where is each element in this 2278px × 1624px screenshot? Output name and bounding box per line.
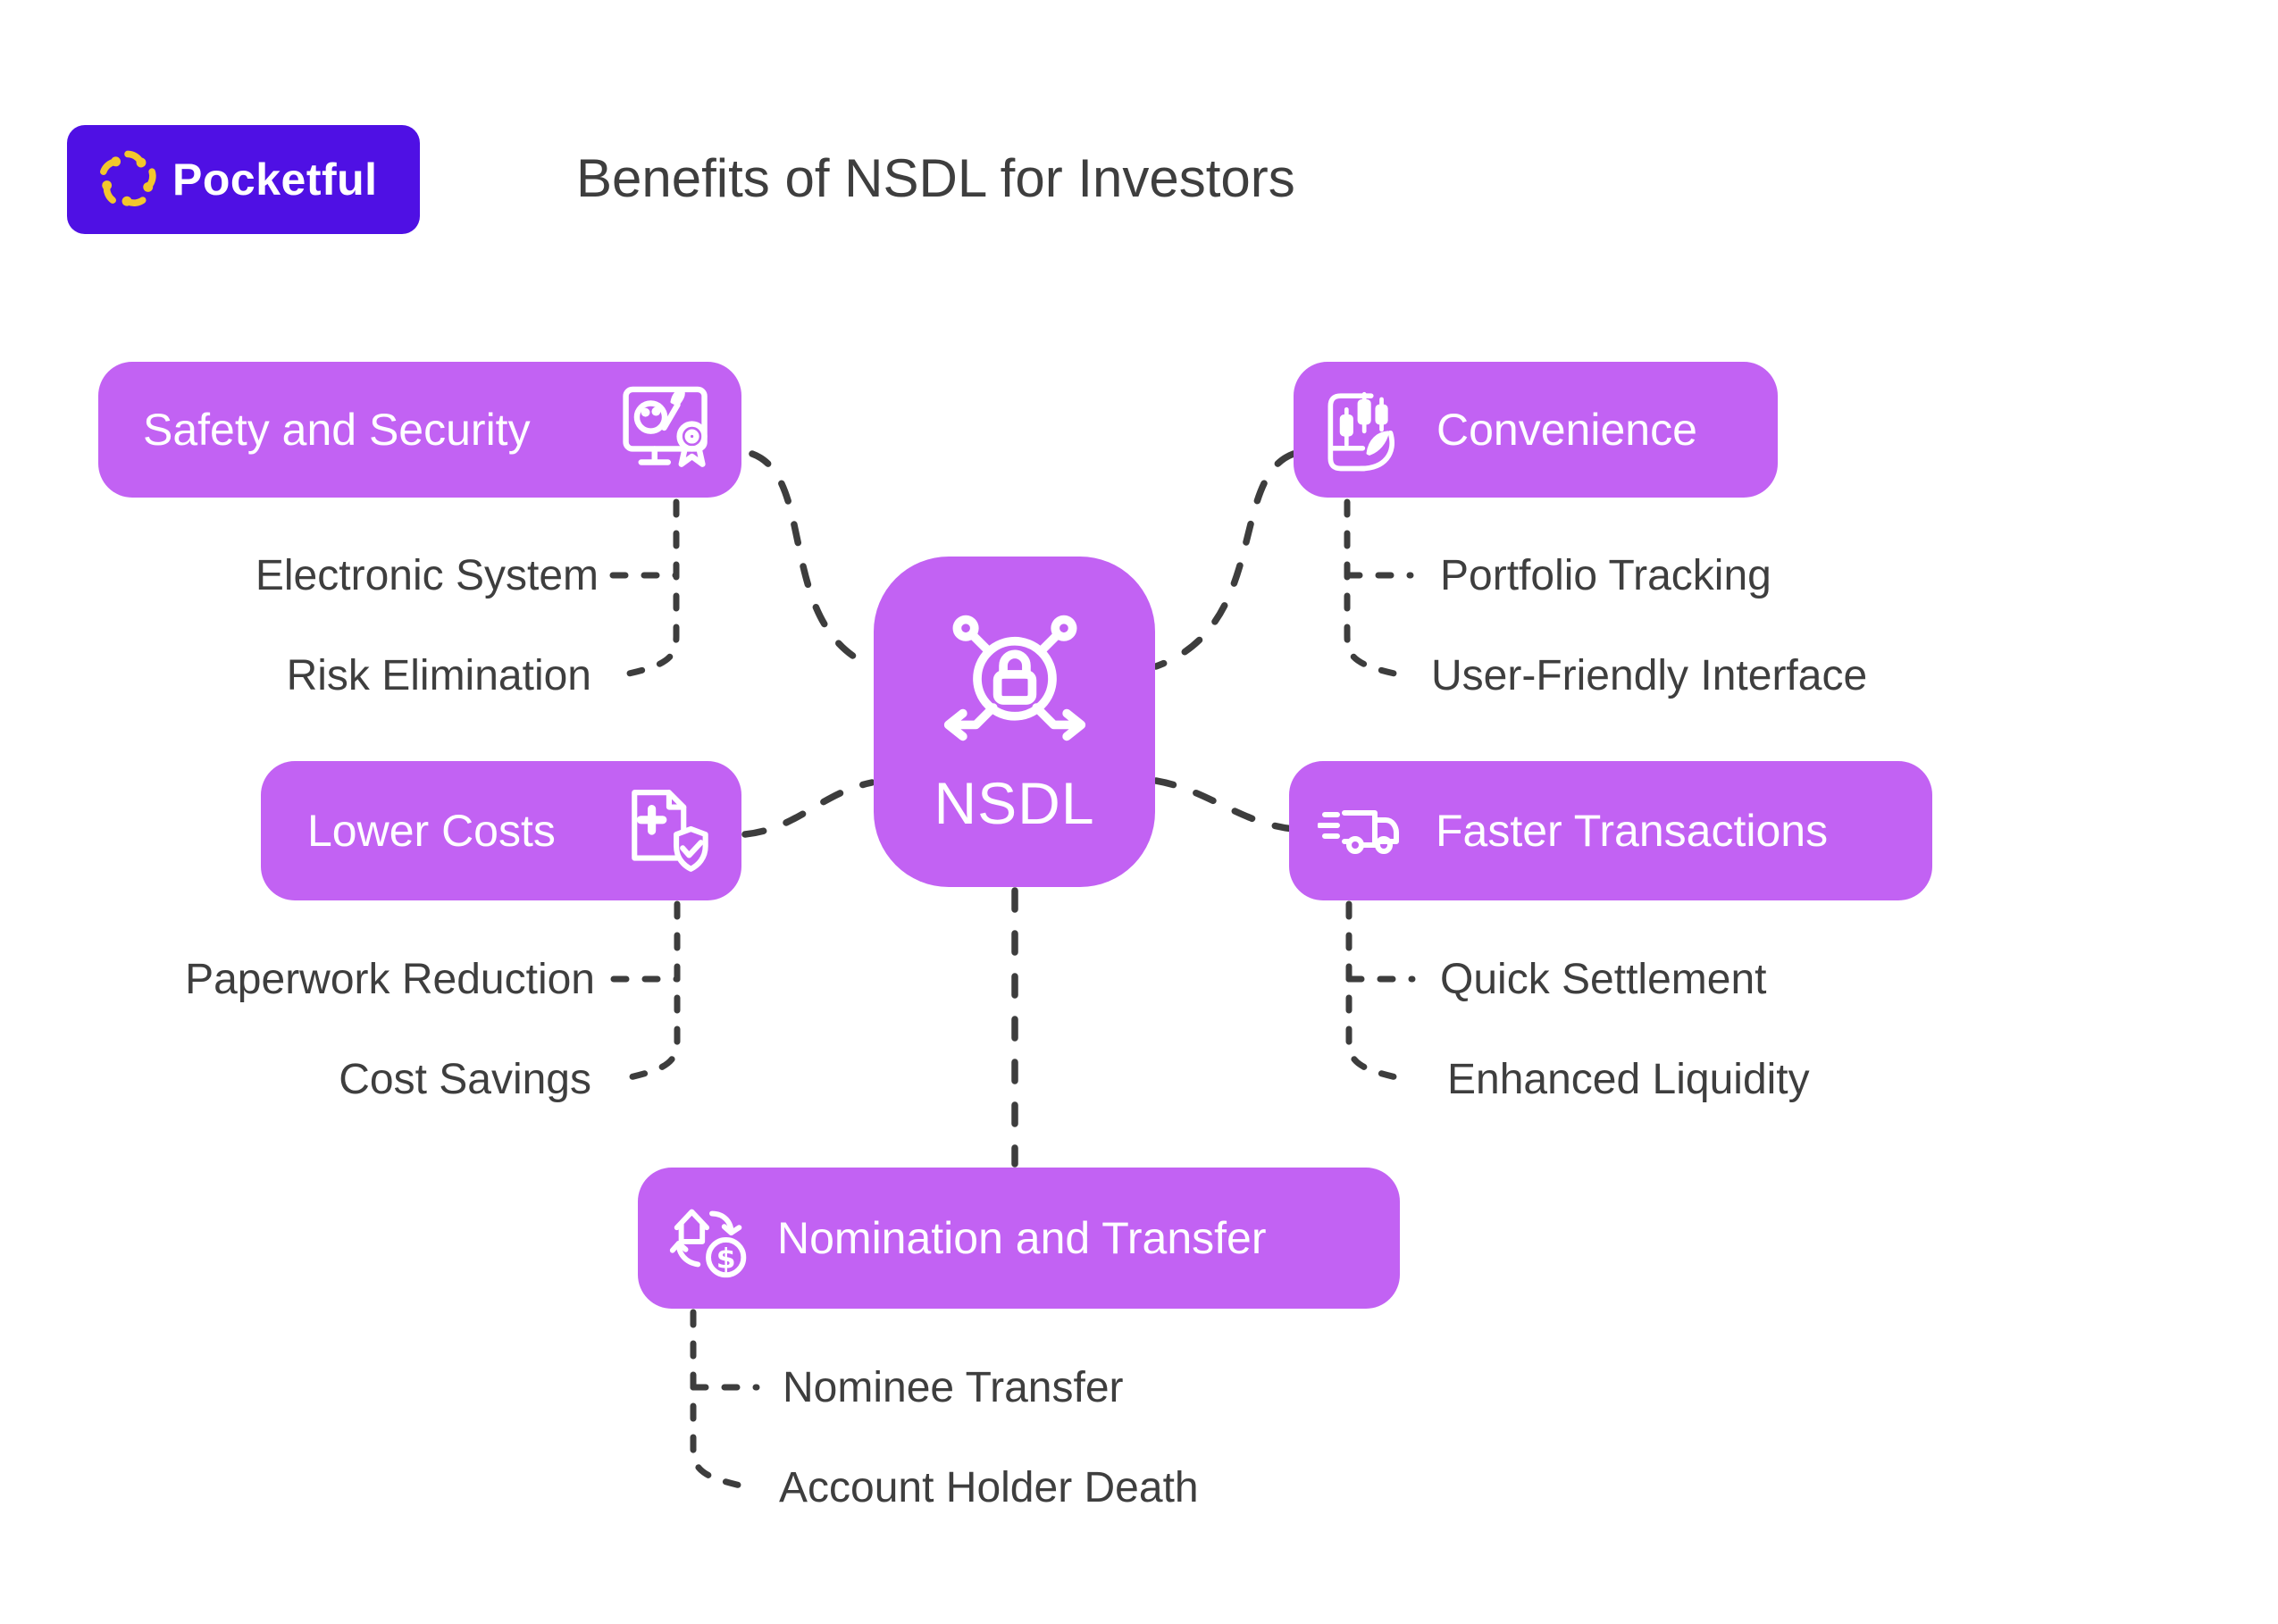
subitem-portfolio-tracking: Portfolio Tracking bbox=[1440, 552, 1771, 599]
logo-wordmark: Pocketful bbox=[172, 155, 378, 205]
center-node-nsdl: NSDL bbox=[874, 557, 1155, 887]
node-label: Faster Transactions bbox=[1436, 806, 1829, 856]
node-label: Nomination and Transfer bbox=[777, 1213, 1267, 1263]
subitem-risk-elimination: Risk Elimination bbox=[286, 652, 591, 699]
node-safety-and-security: Safety and Security bbox=[98, 362, 741, 498]
connector-safety-to-nsdl bbox=[749, 450, 875, 670]
monitor-certificate-icon bbox=[623, 386, 708, 467]
node-label: Convenience bbox=[1436, 405, 1697, 455]
node-nomination-and-transfer: $ Nomination and Transfer bbox=[638, 1168, 1400, 1309]
connector-faster-transactions-to-nsdl bbox=[1152, 777, 1297, 833]
connector-lower-costs-to-nsdl bbox=[741, 779, 875, 838]
subitem-enhanced-liquidity: Enhanced Liquidity bbox=[1447, 1056, 1810, 1103]
home-transfer-dollar-icon: $ bbox=[669, 1209, 747, 1278]
speeding-truck-icon bbox=[1318, 810, 1399, 854]
subitem-electronic-system: Electronic System bbox=[255, 552, 599, 599]
branch-safety-children bbox=[625, 498, 680, 677]
pocketful-logo: Pocketful bbox=[67, 125, 420, 234]
branch-nomination-children bbox=[690, 1309, 744, 1489]
connector-convenience-to-nsdl bbox=[1152, 450, 1297, 670]
node-lower-costs: Lower Costs bbox=[261, 761, 741, 900]
node-faster-transactions: Faster Transactions bbox=[1289, 761, 1932, 900]
network-lock-icon bbox=[943, 615, 1085, 741]
svg-text:$: $ bbox=[716, 1243, 736, 1275]
subitem-quick-settlement: Quick Settlement bbox=[1440, 956, 1767, 1003]
node-label: Safety and Security bbox=[143, 405, 531, 455]
pocketful-flower-icon bbox=[100, 150, 156, 206]
subitem-account-holder-death: Account Holder Death bbox=[779, 1464, 1199, 1511]
branch-lower-children bbox=[626, 900, 681, 1081]
branch-faster-children bbox=[1345, 900, 1400, 1081]
subitem-cost-savings: Cost Savings bbox=[339, 1056, 591, 1103]
document-shield-check-icon bbox=[632, 790, 708, 872]
branch-convenience-children bbox=[1344, 498, 1398, 677]
phone-chart-hand-icon bbox=[1327, 391, 1394, 472]
center-node-label: NSDL bbox=[934, 770, 1095, 836]
node-convenience: Convenience bbox=[1294, 362, 1778, 498]
subitem-user-friendly-interface: User-Friendly Interface bbox=[1431, 652, 1868, 699]
subitem-paperwork-reduction: Paperwork Reduction bbox=[185, 956, 595, 1003]
page-title: Benefits of NSDL for Investors bbox=[576, 148, 1295, 208]
subitem-nominee-transfer: Nominee Transfer bbox=[783, 1364, 1124, 1411]
node-label: Lower Costs bbox=[307, 806, 556, 856]
